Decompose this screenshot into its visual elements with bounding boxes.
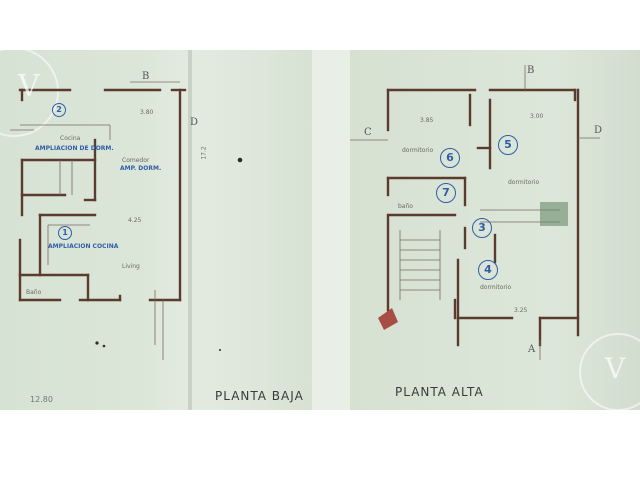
room-label-dormitorio-6: dormitorio [402,147,434,154]
note-ampliacion-cocina: AMPLIACION COCINA [48,243,119,250]
dimension-325: 3.25 [514,307,528,314]
dimension-385: 3.85 [420,117,434,124]
sheet-gap [312,50,350,410]
dimension-425: 4.25 [128,217,142,224]
room-number-6: 6 [440,148,460,168]
room-number-4: 4 [478,260,498,280]
room-number-3: 3 [472,218,492,238]
balcony-hatch [540,202,568,226]
planta-baja-walls [18,88,187,302]
planta-alta-walls [386,88,580,347]
watermark-logo-icon [0,47,640,411]
room-label-cocina: Cocina [60,135,81,142]
note-ampliacion-dorm: AMPLIACION DE DORM. [35,145,114,152]
room-label-dormitorio-5: dormitorio [508,179,540,186]
room-number-1: 1 [58,226,72,240]
axis-d-left: D [190,117,199,128]
room-label-comedor: Comedor [122,157,150,164]
watermark-letter-left: V [18,69,40,104]
planta-alta-sheet [350,50,640,410]
watermark-letter-right: V [605,352,626,385]
axis-a-right: A [528,344,536,355]
room-number-2: 2 [52,103,66,117]
axis-d-right: D [594,125,603,136]
dimension-380: 3.80 [140,109,154,116]
dimension-300: 3.00 [530,113,544,120]
axis-c-right: C [364,127,372,138]
note-amp-dorm: AMP. DORM. [120,165,162,172]
caption-planta-baja: PLANTA BAJA [215,389,304,403]
room-label-bano: Baño [26,289,42,296]
caption-planta-alta: PLANTA ALTA [395,385,484,399]
room-label-bano-alta: baño [398,203,413,210]
room-label-dormitorio-4: dormitorio [480,284,512,291]
ink-specks [95,157,243,351]
dimension-172: 17.2 [200,146,208,160]
room-label-living: Living [122,263,140,270]
planta-baja-thin-lines [10,81,180,360]
axis-b-left: B [142,71,150,82]
axis-b-right: B [527,65,535,76]
stair-hatch [378,308,398,330]
dimension-1280: 12.80 [30,395,53,404]
room-number-5: 5 [498,135,518,155]
paper-fold [188,50,192,410]
room-number-7: 7 [436,183,456,203]
